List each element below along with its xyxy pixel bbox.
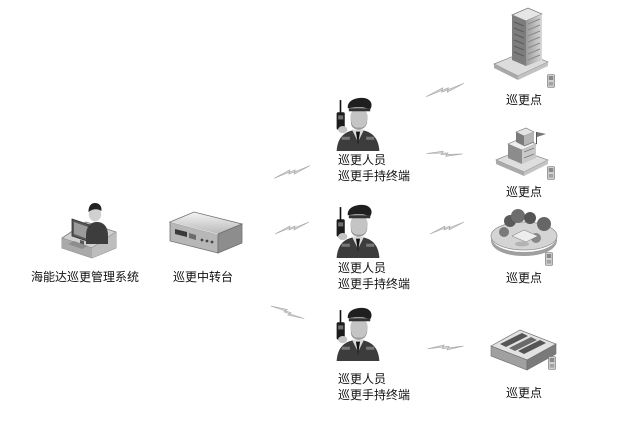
patrol-guard-icon [336, 307, 380, 361]
guard-role-label: 巡更人员 [338, 372, 387, 386]
guard-label-3: 巡更人员 巡更手持终端 [338, 371, 410, 403]
checkpoint-tag-icon [547, 74, 555, 88]
wireless-signal-icon [274, 221, 310, 235]
campus-building-icon [495, 127, 549, 176]
guard-device-label: 巡更手持终端 [338, 169, 411, 183]
checkpoint-label-4: 巡更点 [506, 386, 543, 400]
patrol-guard-icon [336, 204, 380, 258]
guard-label-2: 巡更人员 巡更手持终端 [338, 260, 410, 292]
checkpoint-label-2: 巡更点 [506, 185, 543, 199]
guard-label-1: 巡更人员 巡更手持终端 [338, 152, 410, 184]
office-building-icon [493, 7, 549, 80]
checkpoint-tag-icon [547, 166, 555, 180]
management-workstation-icon [61, 203, 117, 259]
relay-label: 巡更中转台 [173, 270, 234, 284]
park-garden-icon [490, 209, 558, 256]
factory-icon [490, 329, 557, 371]
system-label: 海能达巡更管理系统 [31, 270, 140, 284]
guard-role-label: 巡更人员 [338, 261, 387, 275]
checkpoint-tag-icon [545, 252, 553, 266]
guard-device-label: 巡更手持终端 [338, 277, 411, 291]
checkpoint-label-3: 巡更点 [506, 271, 543, 285]
checkpoint-label-1: 巡更点 [506, 93, 543, 107]
relay-repeater-icon [168, 211, 244, 254]
guard-device-label: 巡更手持终端 [338, 388, 411, 402]
checkpoint-tag-icon [548, 356, 556, 370]
wireless-signal-icon [427, 336, 464, 358]
wireless-signal-icon [429, 221, 465, 235]
wireless-signal-icon [270, 296, 305, 329]
patrol-guard-icon [336, 97, 380, 151]
wireless-signal-icon [274, 165, 310, 179]
guard-role-label: 巡更人员 [338, 153, 387, 167]
wireless-signal-icon [426, 82, 464, 98]
wireless-signal-icon [426, 141, 463, 166]
